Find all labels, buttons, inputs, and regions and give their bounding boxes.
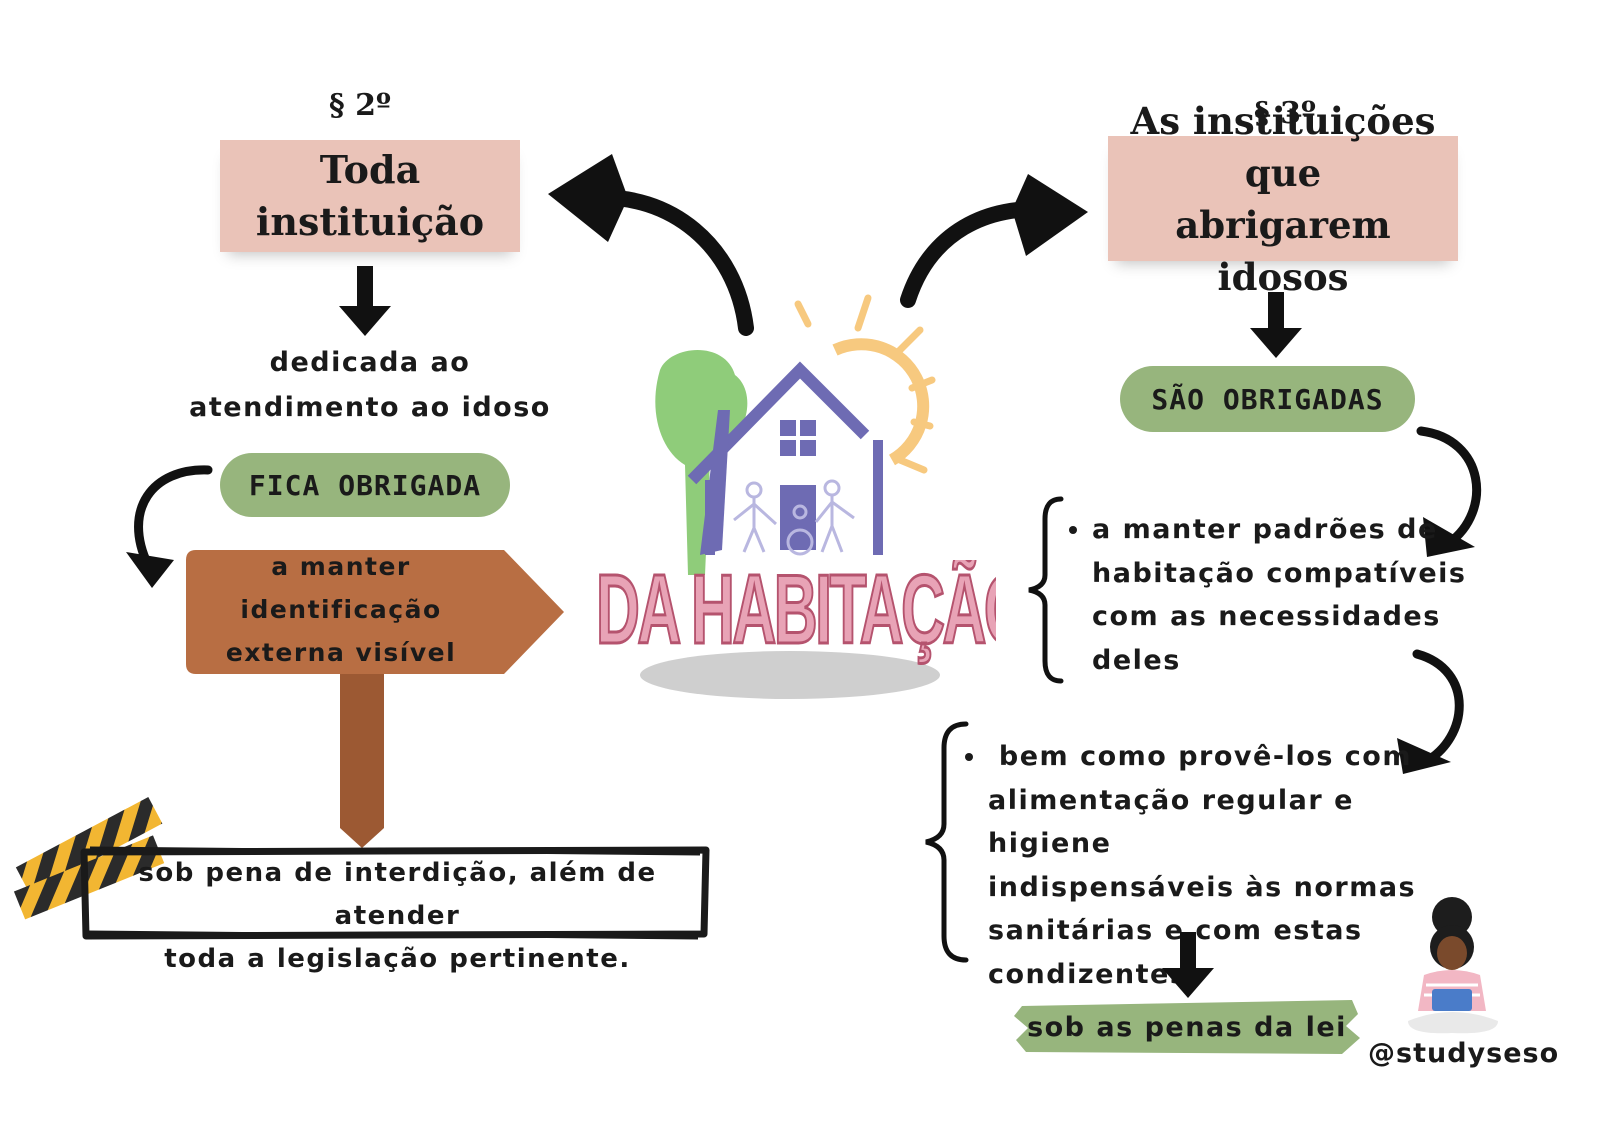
penalty-line2: toda a legislação pertinente.	[164, 944, 631, 974]
bullet1-line2: habitação compatíveis	[1092, 557, 1467, 589]
bullet-item: a manter padrões de habitação compatívei…	[1092, 508, 1492, 682]
sign-line2: identificação	[240, 595, 442, 624]
bracket-icon	[925, 721, 969, 963]
final-label: sob as penas da lei	[1027, 1012, 1347, 1043]
caution-tape-icon	[13, 797, 165, 920]
house-logo-icon	[640, 294, 940, 699]
curved-arrow-icon	[1416, 426, 1482, 557]
pill-fica-obrigada: FICA OBRIGADA	[220, 453, 510, 517]
bullet2-line1: bem como provê-los com	[988, 741, 1412, 772]
sign-line1: a manter	[271, 552, 411, 581]
brush-background	[1014, 1000, 1360, 1054]
penalty-frame	[80, 846, 710, 940]
heading-right-line1: As instituições que	[1130, 98, 1436, 195]
penalty-text: sob pena de interdição, além de atender …	[95, 852, 700, 981]
big-arrow-right-icon	[900, 174, 1088, 308]
sign-line3: externa visível	[225, 638, 457, 667]
section-label-left: § 2º	[328, 88, 391, 123]
dedicated-line2: atendimento ao idoso	[189, 392, 551, 423]
sign-text: a manter identificação externa visível	[186, 545, 496, 674]
curved-arrow-icon	[126, 465, 213, 588]
credit-handle: @studyseso	[1368, 1038, 1560, 1069]
title-container: DA HABITAÇÃO	[596, 560, 996, 670]
avatar	[1408, 897, 1498, 1034]
heading-left-line2: instituição	[255, 199, 485, 244]
curved-arrow-icon	[1397, 649, 1464, 774]
bullet2-line5: condizentes	[988, 958, 1188, 990]
down-arrow-icon	[1250, 292, 1302, 358]
bullet1-line1: a manter padrões de	[1092, 514, 1438, 545]
bracket-icon	[1028, 496, 1064, 684]
penalty-line1: sob pena de interdição, além de atender	[138, 858, 657, 931]
heading-right-line2: abrigarem idosos	[1175, 202, 1391, 299]
bullet-list-1: a manter padrões de habitação compatívei…	[1066, 508, 1492, 682]
down-arrow-icon	[1162, 932, 1214, 998]
bullet1-line3: com as necessidades	[1092, 601, 1441, 632]
signpost-icon	[186, 550, 564, 848]
bullet1-line4: deles	[1092, 644, 1181, 676]
bullet-list-2: bem como provê-los com alimentação regul…	[962, 735, 1458, 996]
section-label-right: § 3º	[1253, 96, 1316, 131]
heading-left-line1: Toda	[319, 147, 421, 192]
pill-sao-obrigadas: SÃO OBRIGADAS	[1120, 366, 1415, 432]
page-title: DA HABITAÇÃO	[596, 560, 996, 664]
heading-box-left: Toda instituição	[220, 140, 520, 252]
heading-box-right: As instituições que abrigarem idosos	[1108, 99, 1458, 299]
dedicated-line1: dedicada ao	[269, 347, 471, 378]
bullet-item: bem como provê-los com alimentação regul…	[988, 735, 1458, 996]
dedicated-text: dedicada ao atendimento ao idoso	[170, 340, 570, 430]
down-arrow-icon	[339, 266, 391, 336]
bullet2-line3: indispensáveis às normas	[988, 871, 1417, 903]
bullet2-line2: alimentação regular e higiene	[988, 784, 1354, 860]
bullet2-line4: sanitárias e com estas	[988, 915, 1363, 946]
big-arrow-left-icon	[548, 154, 754, 336]
